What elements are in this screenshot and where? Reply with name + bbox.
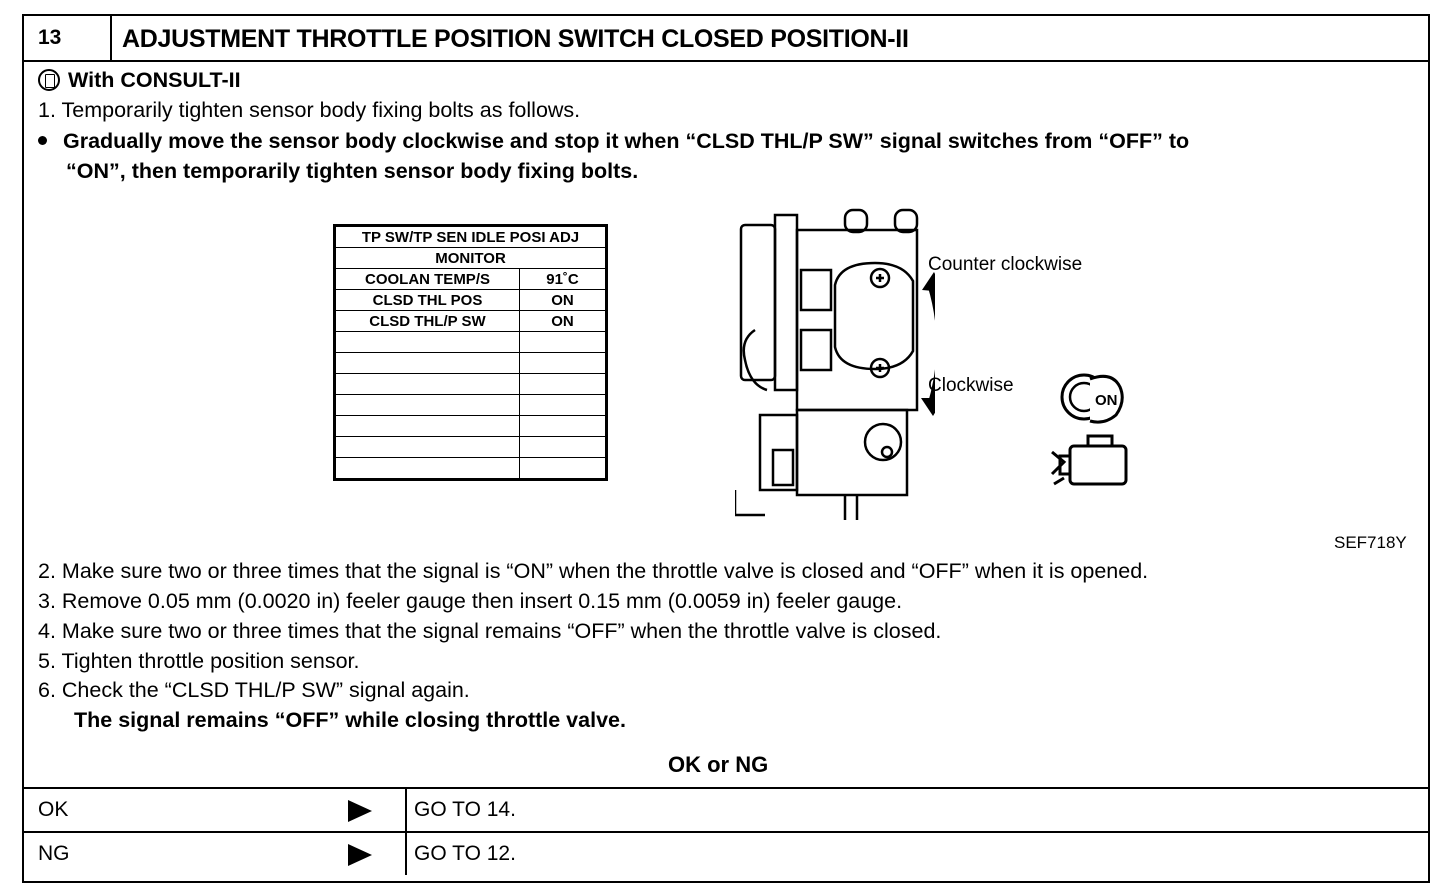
key-on-label: ON	[1095, 392, 1118, 409]
monitor-empty-cell	[519, 352, 608, 374]
step-number: 13	[24, 16, 112, 60]
consult-heading: With CONSULT-II	[38, 68, 241, 93]
monitor-empty-cell	[333, 394, 520, 416]
monitor-empty-cell	[519, 415, 608, 437]
step-title: ADJUSTMENT THROTTLE POSITION SWITCH CLOS…	[122, 25, 909, 53]
monitor-table: TP SW/TP SEN IDLE POSI ADJ MONITOR COOLA…	[333, 224, 608, 481]
monitor-row-label: CLSD THL POS	[333, 289, 520, 311]
monitor-row-label: COOLAN TEMP/S	[333, 268, 520, 290]
monitor-empty-cell	[333, 352, 520, 374]
monitor-title: TP SW/TP SEN IDLE POSI ADJ	[333, 224, 608, 248]
result-note: The signal remains “OFF” while closing t…	[74, 708, 626, 732]
counter-clockwise-label: Counter clockwise	[928, 254, 1083, 275]
ignition-key-icon: ON	[1060, 373, 1124, 424]
monitor-empty-cell	[519, 394, 608, 416]
ok-or-ng-heading: OK or NG	[668, 752, 769, 777]
monitor-empty-cell	[519, 331, 608, 353]
step-5: 5. Tighten throttle position sensor.	[38, 649, 360, 673]
monitor-subtitle: MONITOR	[333, 247, 608, 269]
monitor-row-label: CLSD THL/P SW	[333, 310, 520, 332]
bullet-instruction-cont: “ON”, then temporarily tighten sensor bo…	[66, 159, 639, 183]
monitor-empty-cell	[519, 373, 608, 395]
monitor-row-value: ON	[519, 310, 608, 332]
bullet-icon	[38, 136, 47, 145]
step-4: 4. Make sure two or three times that the…	[38, 619, 942, 643]
procedure-header: 13 ADJUSTMENT THROTTLE POSITION SWITCH C…	[24, 16, 1428, 62]
bullet-instruction: Gradually move the sensor body clockwise…	[38, 129, 1189, 154]
monitor-empty-cell	[333, 436, 520, 458]
step-6: 6. Check the “CLSD THL/P SW” signal agai…	[38, 678, 470, 702]
monitor-row-value: ON	[519, 289, 608, 311]
engine-icon	[1050, 434, 1128, 486]
step-2: 2. Make sure two or three times that the…	[38, 559, 1149, 583]
monitor-row-value: 91˚C	[519, 268, 608, 290]
step-3: 3. Remove 0.05 mm (0.0020 in) feeler gau…	[38, 589, 903, 613]
consult-icon	[38, 69, 60, 91]
monitor-empty-cell	[333, 415, 520, 437]
monitor-empty-cell	[333, 457, 520, 481]
figure-code: SEF718Y	[1334, 533, 1407, 552]
throttle-body-illustration	[735, 208, 935, 520]
monitor-empty-cell	[519, 457, 608, 481]
monitor-empty-cell	[519, 436, 608, 458]
clockwise-label: Clockwise	[928, 375, 1014, 396]
step-1: 1. Temporarily tighten sensor body fixin…	[38, 98, 581, 122]
monitor-empty-cell	[333, 331, 520, 353]
monitor-empty-cell	[333, 373, 520, 395]
procedure-frame: 13 ADJUSTMENT THROTTLE POSITION SWITCH C…	[22, 14, 1430, 883]
